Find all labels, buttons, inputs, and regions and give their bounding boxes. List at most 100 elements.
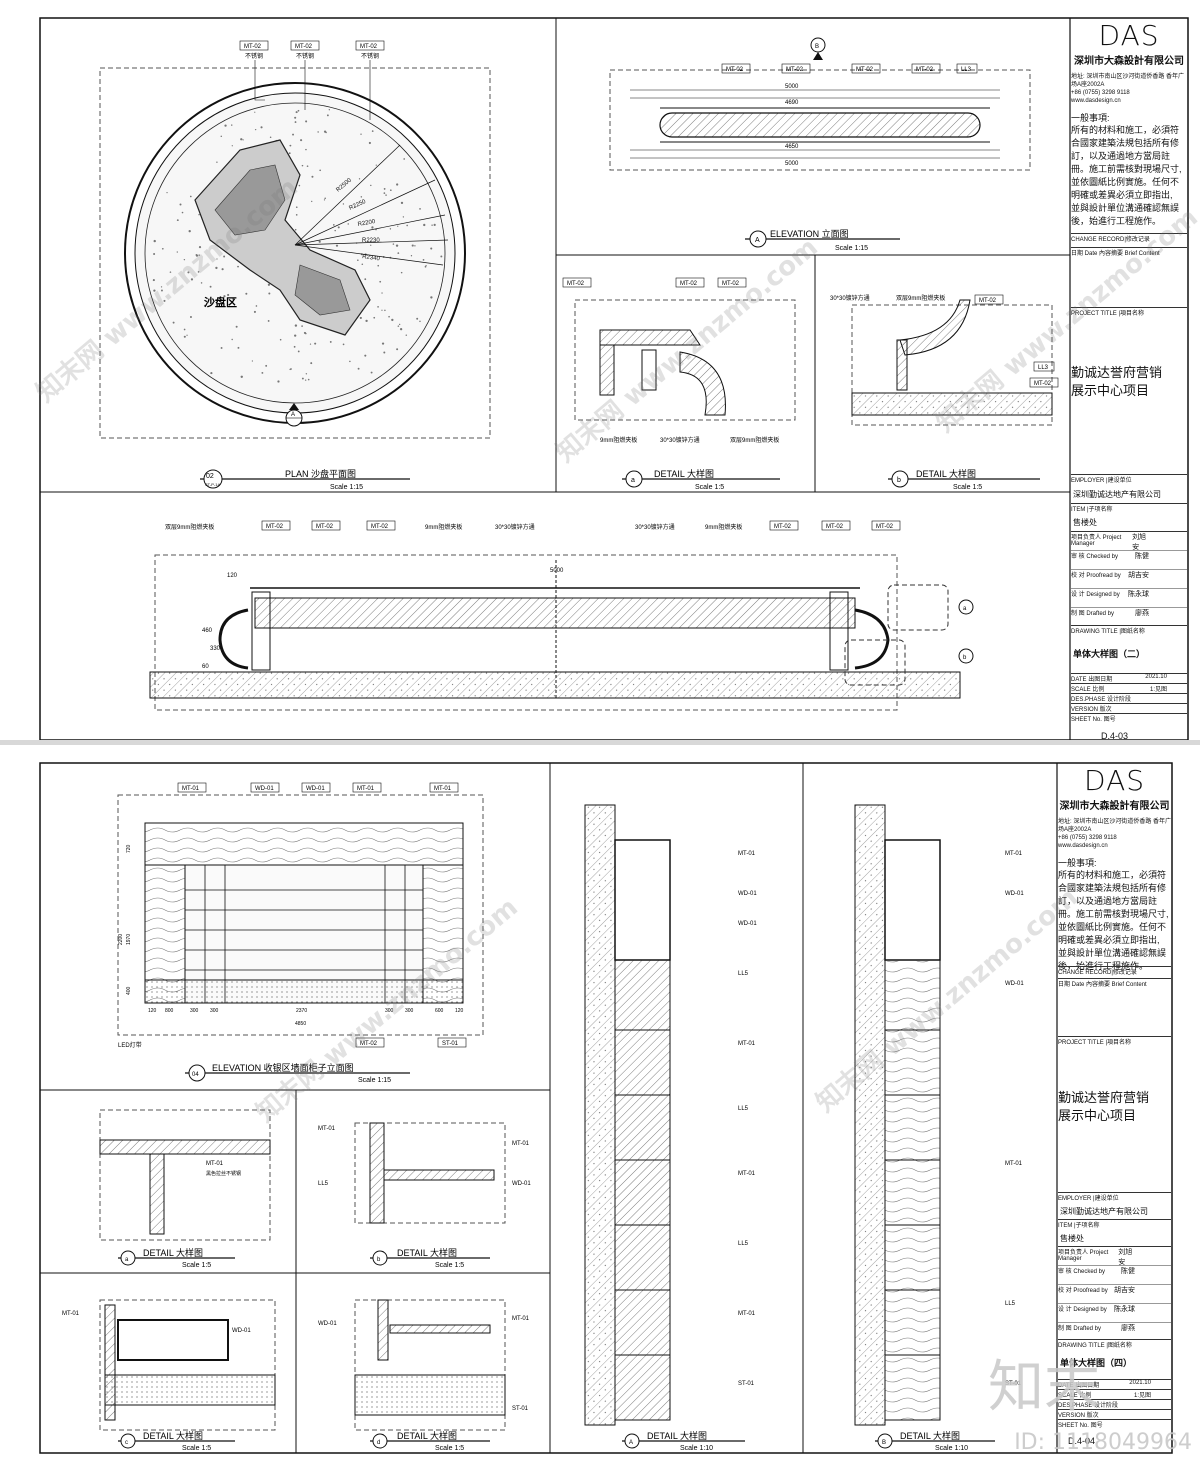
detail-d-sheet2: WD-01 MT-01 ST-01 bbox=[318, 1299, 530, 1431]
elev-dim-3: 4650 bbox=[785, 144, 799, 150]
cab-dim-400: 400 bbox=[126, 986, 132, 995]
detail-b-view-title: DETAIL 大样图 bbox=[916, 468, 976, 479]
callout-a: a bbox=[963, 606, 967, 612]
title-block-sheet2: DAS 深圳市大森設計有限公司 地址: 深圳市南山区沙河街道侨香路 香年广场A座… bbox=[1058, 764, 1171, 1452]
d2a-view-title: DETAIL 大样图 bbox=[143, 1247, 203, 1258]
drawing-title: 单体大样图（二） bbox=[1073, 649, 1146, 659]
drawing-title-label: DRAWING TITLE |图纸名称 bbox=[1071, 625, 1187, 635]
section-tag-2: MT-02 bbox=[316, 524, 334, 530]
d2b-tag-3: LL5 bbox=[318, 1181, 329, 1187]
section-tag-4: MT-02 bbox=[774, 524, 792, 530]
brand-mark: 知末 bbox=[988, 1355, 1100, 1420]
plan-tag-1-sub: 不锈钢 bbox=[245, 52, 263, 60]
plan-tag-2: MT-02 bbox=[295, 44, 313, 50]
cab-dim-720: 720 bbox=[126, 844, 132, 853]
section-tag-6: MT-02 bbox=[876, 524, 894, 530]
plan-tag-2-sub: 不锈钢 bbox=[296, 52, 314, 60]
detail-b-sheet1: 30*30镀锌方通 双层9mm阻燃夹板 MT-02 LL3 MT-02 bbox=[830, 294, 1059, 426]
sheet-no-row: SHEET No. 图号 bbox=[1071, 713, 1187, 723]
cab-dim-2200: 2200 bbox=[118, 934, 124, 945]
project-title: 勤诚达誉府营销展示中心项目 bbox=[1071, 365, 1163, 398]
plan-view-title: PLAN 沙盘平面图 bbox=[285, 468, 356, 479]
cab-tag-3: WD-01 bbox=[306, 786, 325, 792]
d2c-view-title: DETAIL 大样图 bbox=[143, 1430, 203, 1441]
plan-radius-4: R2230 bbox=[362, 238, 380, 244]
drawing-title-2: 单体大样图（四） bbox=[1060, 1358, 1133, 1368]
detail-a-sheet1: MT-02 MT-02 MT-02 9mm阻燃夹板 30*30镀锌方通 双层9m… bbox=[562, 277, 796, 444]
employer-label-2: EMPLOYER |建设单位 bbox=[1058, 1192, 1171, 1202]
elev-tag-3: MT-02 bbox=[856, 67, 874, 73]
sheet2-drawing: 720 1970 400 2200 120 800 300 300 2370 3… bbox=[39, 762, 1173, 1454]
d2c-tag: MT-01 bbox=[62, 1311, 80, 1317]
svg-text:B: B bbox=[815, 44, 819, 50]
detail-b-tag-1: MT-02 bbox=[979, 298, 997, 304]
d2b-tag-4: WD-01 bbox=[512, 1181, 531, 1187]
detail-a-tag-2: MT-02 bbox=[680, 281, 698, 287]
project-title-2: 勤诚达誉府营销展示中心项目 bbox=[1058, 1090, 1150, 1123]
cab-dim-g: 300 bbox=[405, 1008, 414, 1014]
cab-dim-f: 300 bbox=[385, 1008, 394, 1014]
employer-name: 深圳勤诚达地产有限公司 bbox=[1073, 490, 1161, 499]
sand-table-plan: R2500 R2250 R2200 R2230 R2340 沙盘区 MT-02 … bbox=[99, 40, 491, 439]
project-title-label: PROJECT TITLE |項目名称 bbox=[1071, 307, 1187, 317]
d2d-tag: WD-01 bbox=[318, 1321, 337, 1327]
cab-tag-4: MT-01 bbox=[357, 786, 375, 792]
d2c-view-scale: Scale 1:5 bbox=[182, 1445, 211, 1452]
dB-tag-3: WD-01 bbox=[1005, 981, 1024, 987]
d2b-view-title: DETAIL 大样图 bbox=[397, 1247, 457, 1258]
cab-dim-e: 2370 bbox=[296, 1008, 307, 1014]
dB-tag-2: WD-01 bbox=[1005, 891, 1024, 897]
change-record-cols: 日期 Date 內容摘要 Brief Content bbox=[1071, 247, 1187, 257]
company-web-2: www.dasdesign.cn bbox=[1058, 843, 1108, 849]
sheet1-view-titles: 02 ST-P-14 PLAN 沙盘平面图 Scale 1:15 A ELEVA… bbox=[200, 228, 1040, 491]
d2b-view-scale: Scale 1:5 bbox=[435, 1262, 464, 1269]
company-address-2: 地址: 深圳市南山区沙河街道侨香路 香年广场A座2002A bbox=[1058, 819, 1172, 833]
detail-a-note-3: 双层9mm阻燃夹板 bbox=[730, 436, 779, 444]
dA-tag-9: MT-01 bbox=[738, 1311, 756, 1317]
dB-view-title: DETAIL 大样图 bbox=[900, 1430, 960, 1441]
d2a-view-scale: Scale 1:5 bbox=[182, 1262, 211, 1269]
section-dim-1: 120 bbox=[227, 573, 238, 579]
detail-a-note-2: 30*30镀锌方通 bbox=[660, 436, 700, 444]
section-tag-5: MT-02 bbox=[826, 524, 844, 530]
cab-dim-h: 600 bbox=[435, 1008, 444, 1014]
phase-row: DES.PHASE 设计阶段 bbox=[1071, 693, 1187, 703]
d2d-tag-2: MT-01 bbox=[512, 1316, 530, 1322]
detail-a-sheet2: MT-01 黑色拉丝不锈钢 bbox=[99, 1109, 271, 1241]
plan-tag-1: MT-02 bbox=[244, 44, 262, 50]
cab-dim-b: 800 bbox=[165, 1008, 174, 1014]
cab-tag-7: ST-01 bbox=[442, 1041, 459, 1047]
elev-view-scale: Scale 1:15 bbox=[835, 245, 868, 252]
sheet-number-2: D.4-04 bbox=[1068, 1436, 1096, 1446]
dB-tag-1: MT-01 bbox=[1005, 851, 1023, 857]
cab-view-num: 04 bbox=[192, 1072, 199, 1078]
title-block-sheet1: DAS 深圳市大森設計有限公司 地址: 深圳市南山区沙河街道侨香路 香年广场A座… bbox=[1071, 19, 1187, 741]
plan-tag-3-sub: 不锈钢 bbox=[361, 52, 379, 60]
cab-dim-1970: 1970 bbox=[126, 934, 132, 945]
cab-dim-d: 300 bbox=[210, 1008, 219, 1014]
svg-text:A: A bbox=[291, 412, 295, 418]
version-row-2: VERSION 版次 bbox=[1058, 1409, 1171, 1419]
long-section: 120 460 330 60 5000 双层9mm阻燃夹板 MT-02 MT-0… bbox=[149, 520, 974, 711]
d2d-view-title: DETAIL 大样图 bbox=[397, 1430, 457, 1441]
cab-dim-i: 120 bbox=[455, 1008, 464, 1014]
sheet-separator bbox=[0, 740, 1200, 745]
detail-b-tag-2: MT-02 bbox=[1034, 381, 1052, 387]
dA-tag-4: LL5 bbox=[738, 971, 749, 977]
general-notes: 所有的材料和施工，必須符合國家建築法規包括所有修訂，以及通過地方當局註冊。施工前… bbox=[1071, 125, 1182, 226]
detail-b-view-num: b bbox=[897, 477, 901, 484]
dA-tag-8: LL5 bbox=[738, 1241, 749, 1247]
elev-tag-1: MT-02 bbox=[726, 67, 744, 73]
section-tag-1: MT-02 bbox=[266, 524, 284, 530]
elev-view-title: ELEVATION 立面图 bbox=[770, 228, 849, 239]
company-phone: +86 (0755) 3298 9118 bbox=[1071, 90, 1130, 96]
detail-c-sheet2: MT-01 WD-01 bbox=[62, 1299, 276, 1431]
sheet-no-row-2: SHEET No. 图号 bbox=[1058, 1419, 1171, 1429]
detail-A-tall: MT-01 WD-01 WD-01 LL5 MT-01 LL5 MT-01 LL… bbox=[584, 804, 757, 1426]
d2b-tag-1: MT-01 bbox=[318, 1126, 336, 1132]
drawing-title-label-2: DRAWING TITLE |图纸名称 bbox=[1058, 1339, 1171, 1349]
company-name: 深圳市大森設計有限公司 bbox=[1074, 56, 1184, 67]
section-dim-2: 460 bbox=[202, 628, 213, 634]
section-dim-4: 60 bbox=[202, 664, 209, 670]
